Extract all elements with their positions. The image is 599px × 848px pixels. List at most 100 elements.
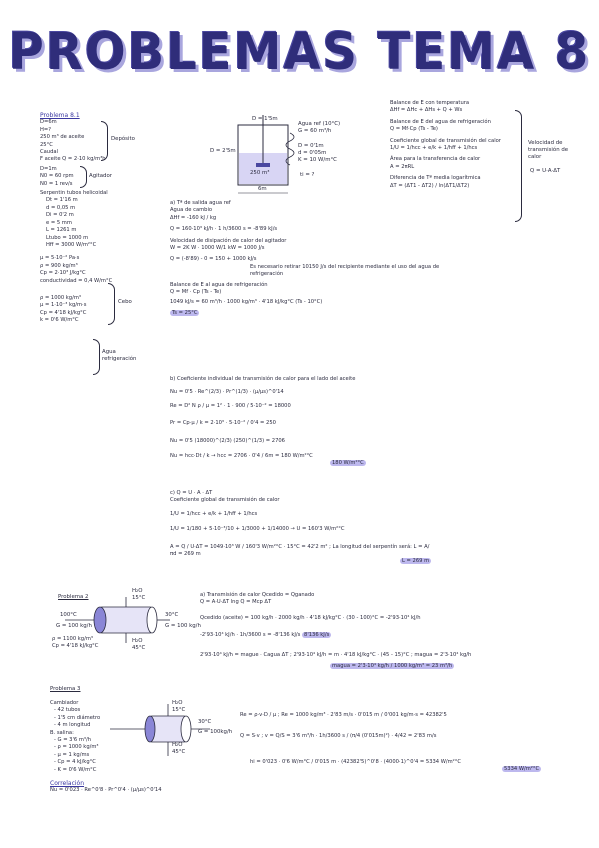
data-line: - G = 3'6 m³/h [54,737,92,744]
flow-label: G = 100 kg/h [56,623,92,629]
solution-line: Nu = 0'5 (18000)^(2/3) (250)^(1/3) = 270… [170,437,285,444]
solution-line: b) Coeficiente individual de transmisión… [170,376,356,382]
solution-line: Pr = Cp·μ / k = 2·10³ · 5·10⁻² / 0'4 = 2… [170,420,276,427]
problem2-solution: a) Transmisión de calor Qcedido = Qganad… [200,592,570,670]
brace [108,283,115,325]
oil-line: μ = 5·10⁻² Pa·s [40,255,80,262]
flow-label: H₂O [172,700,183,706]
diagram-label: D = 0'1m [298,143,324,149]
exchanger-end [144,715,156,743]
serpentin-line: Hff = 3000 W/m²°C [46,241,97,248]
solution-line: 2'93·10⁴ kJ/h = mague · Cagua ΔT ; 2'93·… [200,651,472,658]
solution-line: 1049 kJ/s = 60 m³/h · 1000 kg/m³ · 4'18 … [170,299,323,306]
balance-line: Q = Mf·Cp (Ts - Te) [390,126,438,133]
page-title: PROBLEMAS TEMA 8 [8,22,591,82]
flow-label: 15°C [172,707,186,713]
data-line: Nu = 0'023 · Re^0'8 · Pr^0'4 · (μ/μs)^0'… [50,787,162,794]
exchanger-diagram-3 [110,704,210,756]
solution-line: Q = 160·10³ kJ/h · 1 h/3600 s = -8'89 kJ… [170,226,278,233]
data-line: 25°C [40,141,53,148]
solution-line: Agua de cambio [170,207,213,214]
flow-label: 45°C [132,645,146,651]
data-line: F aceite Q = 2·10 kg/m³h [40,156,106,163]
coil [285,132,295,166]
data-label: Depósito [111,136,135,142]
flow-label: 30°C [165,612,179,618]
solution-line: Q = S·v ; v = Q/S = 3'6 m³/h · 1h/3600 s… [240,733,437,740]
solution-b: b) Coeficiente individual de transmisión… [170,376,400,468]
balance-line: Balance de E del agua de refrigeración [390,118,491,125]
data-line: - 42 tubos [54,707,81,714]
serpentin-line: Ltubo = 1000 m [46,234,89,241]
solution-line: Re = D² N ρ / μ = 1² · 1 · 900 / 5·10⁻² … [170,402,291,409]
data-line: B. salina: [50,729,74,736]
diagram-label: D = 1'5m [252,116,278,122]
agitator-blade [256,163,270,167]
problem3-data: Cambiador - 42 tubos - 1'5 cm diámetro -… [50,700,162,795]
agitator-line: N0 = 60 rpm [40,173,74,180]
solution-line: -2'93·10⁴ kJ/h · 1h/3600 s = -8'136 kJ/s [200,632,301,639]
oil-label: Cebo [118,299,132,305]
oil-line: conductividad = 0,4 W/m°C [40,277,113,284]
flow-label: 30°C [198,719,212,725]
diagram-label: Agua ref (10°C) [298,121,341,127]
agitator-label: Agitador [89,173,112,179]
problem2-heading: Problema 2 [58,594,89,600]
solution-line: 1/U = 1/180 + 5·10⁻³/10 + 1/3000 + 1/140… [170,526,345,533]
data-line: - K = 0'6 W/m°C [54,766,97,773]
water-line: Cp = 4'18 kJ/kg°C [40,309,87,316]
problem1-heading: Problema 8.1 [40,112,80,119]
solution-a: a) Tª de salida agua ref Agua de cambio … [170,200,439,317]
exchanger-diagram-2 [65,597,170,643]
problem1-data: Problema 8.1 D=6m H=? 250 m³ de aceite 2… [40,112,113,325]
balance-line: ΔHf = ΔHc + ΔHs + Q + Ws [390,107,463,114]
water-line: ρ = 1000 kg/m³ [40,294,81,301]
flow-label: 15°C [132,595,146,601]
data-line: - μ = 1 kg/ms [54,751,90,758]
balance-line: A = 2πRL [390,163,415,170]
solution-c: c) Q = U · A · ΔT Coeficiente global de … [170,490,450,566]
balance-notes: Balance de E con temperatura ΔHf = ΔHc +… [390,100,515,190]
bracket-label: Velocidad de transmisión de calor [528,140,569,160]
serpentin-line: Dt = 1'16 m [46,197,78,204]
brace [101,121,108,161]
data-line: - 1'5 cm diámetro [54,714,101,721]
solution-line: Nu = hcc·Dt / k → hcc = 2706 · 0'4 / 6m … [170,453,313,460]
solution-line: Q = A·U·ΔT lng Q = Mcp ΔT [200,599,272,606]
problem3-solution: Re = ρ·v·D / μ ; Re = 1000 kg/m³ · 2'83 … [240,712,585,774]
prop-line: Cp = 4'18 kJ/kg°C [52,643,99,650]
problem2-props: ρ = 1100 kg/m³ Cp = 4'18 kJ/kg°C [52,636,98,651]
agitator-line: N0 = 1 rev/s [40,180,73,187]
balance-line: Balance de E con temperatura [390,100,470,106]
bracket-formula: Q = U·A·ΔT [530,168,561,174]
balance-line: Diferencia de Tª media logarítmica [390,175,481,182]
result-highlight: L = 269 m [400,558,432,565]
balance-line: 1/U = 1/hcc + e/k + 1/hff + 1/hcs [390,145,478,152]
solution-line: Balance de E al agua de refrigeración [170,281,268,288]
flow-label: G = 100 kg/h [165,623,201,629]
serpentin-line: L = 1261 m [46,227,77,234]
result-highlight: 5334 W/m²°C [502,766,542,773]
serpentin-line: Di = 0'2 m [46,212,74,219]
oil-line: Cp = 2·10³ J/kg°C [40,270,86,277]
page-title-area: PROBLEMAS TEMA 8 [0,22,599,92]
data-line: D=6m [40,119,57,126]
balance-line: Área para la transferencia de calor [390,156,481,163]
exchanger-end [93,606,107,634]
solution-line: Q = Mf · Cp (Ts - Te) [170,289,222,296]
brace [515,110,522,222]
result-highlight: 180 W/m²°C [330,460,366,467]
brace [93,339,100,375]
balance-line: Coeficiente global de transmisión del ca… [390,137,501,144]
solution-line: A = Q / U·ΔT = 1049·10³ W / 160'3 W/m²°C… [170,543,430,558]
data-line: 250 m³ de aceite [40,134,85,141]
solution-line: Qcedido (aceite) = 100 kg/h · 2000 kg/h … [200,614,421,621]
data-line: Correlación [50,780,85,788]
data-line: H=? [40,126,52,133]
solution-line: a) Transmisión de calor Qcedido = Qganad… [200,592,315,598]
solution-line: Nu = 0'5 · Re^(2/3) · Pr^(1/3) · (μ/μs)^… [170,389,284,396]
result-highlight: magua = 2'3·10⁴ kg/h / 1000 kg/m³ = 23 m… [330,663,455,670]
data-line: Cambiador [50,700,79,706]
solution-line: Re = ρ·v·D / μ ; Re = 1000 kg/m³ · 2'83 … [240,712,447,718]
